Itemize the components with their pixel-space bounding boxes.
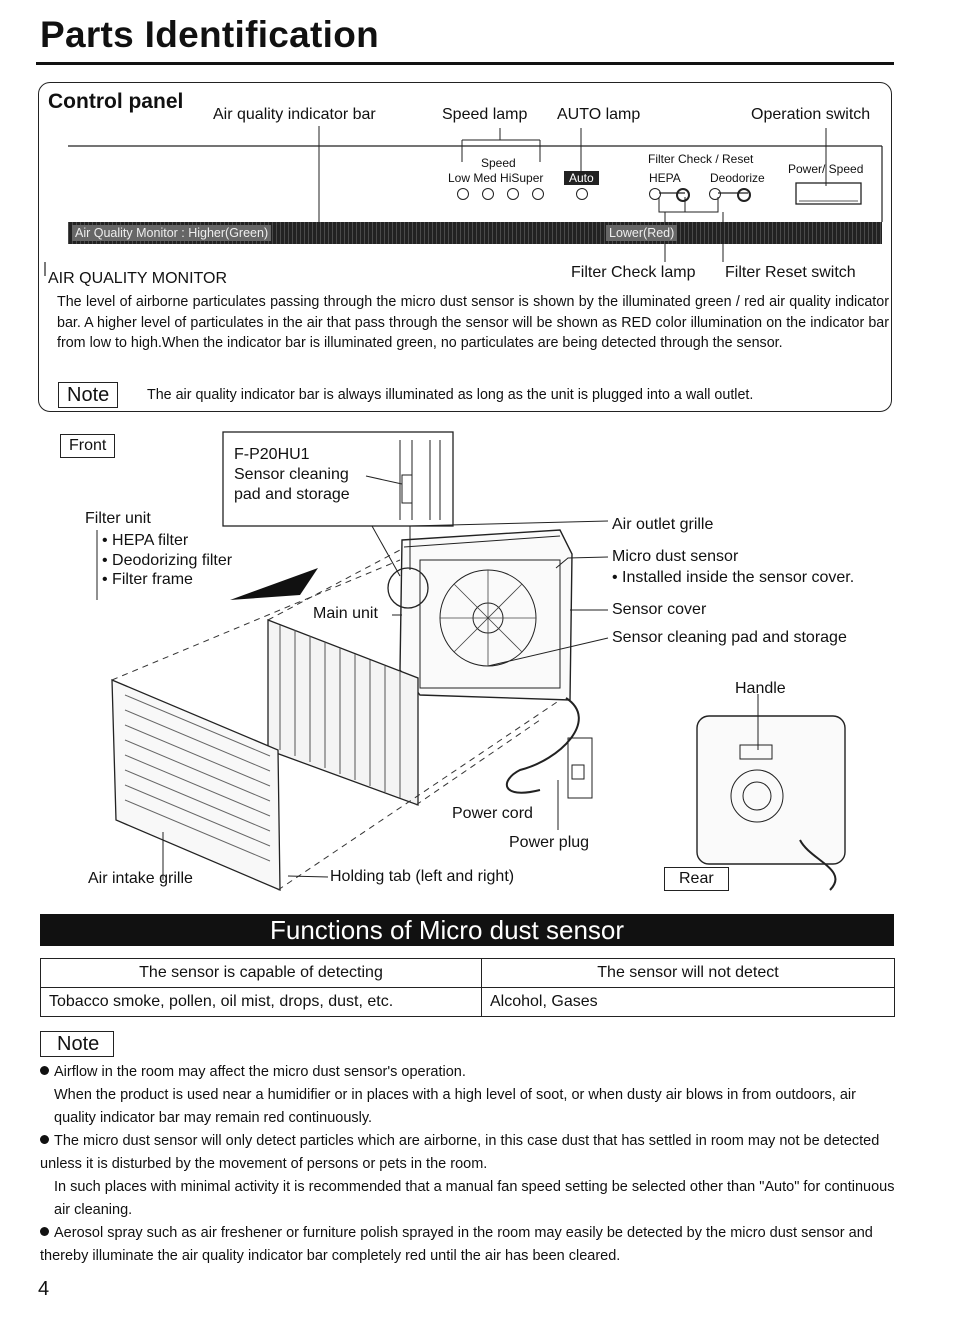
hepa-check-lamp	[649, 188, 661, 200]
inset-caption-1: Sensor cleaning	[234, 466, 349, 483]
label-filter-reset-switch: Filter Reset switch	[725, 264, 856, 281]
table-header-cell: The sensor will not detect	[481, 958, 895, 988]
inset-model: F-P20HU1	[234, 446, 310, 463]
bullet-icon	[40, 1066, 49, 1075]
functions-banner-title: Functions of Micro dust sensor	[270, 915, 625, 945]
deodorize-reset-switch[interactable]	[737, 188, 751, 202]
label-main-unit: Main unit	[313, 605, 378, 622]
note-label: Note	[58, 382, 119, 408]
functions-note-label: Note	[40, 1031, 115, 1057]
panel-speed-text: Speed	[481, 156, 516, 170]
table-cell: Tobacco smoke, pollen, oil mist, drops, …	[40, 987, 482, 1017]
title-rule	[36, 62, 894, 65]
air-quality-monitor-heading: AIR QUALITY MONITOR	[48, 270, 227, 287]
air-quality-indicator-bar: Air Quality Monitor : Higher(Green) Lowe…	[68, 222, 882, 244]
label-air-outlet-grille: Air outlet grille	[612, 516, 714, 533]
label-power-plug: Power plug	[509, 834, 590, 851]
table-header-row: The sensor is capable of detecting The s…	[40, 958, 895, 988]
bullet-icon	[40, 1227, 49, 1236]
note-item-2: The micro dust sensor will only detect p…	[40, 1130, 896, 1222]
control-panel-drawing	[44, 126, 883, 276]
page-title: Parts Identification	[40, 14, 380, 55]
panel-hepa: HEPA	[649, 171, 681, 185]
label-air-intake-grille: Air intake grille	[88, 870, 193, 887]
label-filter-check-lamp: Filter Check lamp	[571, 264, 696, 281]
filter-item-deodorizing: • Deodorizing filter	[102, 552, 233, 569]
label-speed-lamp: Speed lamp	[442, 106, 528, 123]
panel-deodorize: Deodorize	[710, 171, 765, 185]
note-item-1: Airflow in the room may affect the micro…	[40, 1061, 896, 1130]
page-number: 4	[38, 1278, 50, 1300]
filter-item-hepa: • HEPA filter	[102, 532, 189, 549]
note-line: In such places with minimal activity it …	[54, 1179, 895, 1218]
hepa-reset-switch[interactable]	[676, 188, 690, 202]
label-auto-lamp: AUTO lamp	[557, 106, 641, 123]
label-handle: Handle	[735, 680, 786, 697]
label-filter-unit: Filter unit	[85, 510, 151, 527]
filter-item-frame: • Filter frame	[102, 571, 193, 588]
panel-filter-check-reset: Filter Check / Reset	[648, 152, 754, 166]
label-sensor-cleaning-pad: Sensor cleaning pad and storage	[612, 629, 847, 646]
label-sensor-installed: • Installed inside the sensor cover.	[612, 569, 855, 586]
panel-power-speed: Power/ Speed	[788, 162, 864, 176]
rear-label: Rear	[664, 867, 729, 891]
panel-auto-lamp-tag: Auto	[564, 171, 599, 185]
hi-speed-lamp	[507, 188, 519, 200]
sensor-detection-table: The sensor is capable of detecting The s…	[40, 958, 895, 1017]
note-line: When the product is used near a humidifi…	[54, 1087, 856, 1126]
deodorize-check-lamp	[709, 188, 721, 200]
label-power-cord: Power cord	[452, 805, 533, 822]
parts-diagram	[96, 431, 846, 891]
table-cell: Alcohol, Gases	[481, 987, 895, 1017]
label-operation-switch: Operation switch	[751, 106, 871, 123]
note-line: Airflow in the room may affect the micro…	[54, 1064, 466, 1080]
inset-caption-2: pad and storage	[234, 486, 350, 503]
bullet-icon	[40, 1135, 49, 1144]
control-panel-heading: Control panel	[48, 90, 184, 113]
control-panel-box	[38, 82, 892, 412]
air-quality-monitor-text: The level of airborne particulates passi…	[57, 294, 889, 351]
label-air-quality-indicator-bar: Air quality indicator bar	[213, 106, 376, 123]
note-item-3: Aerosol spray such as air freshener or f…	[40, 1222, 896, 1268]
table-row: Tobacco smoke, pollen, oil mist, drops, …	[40, 987, 895, 1017]
bar-lower-red-label: Lower(Red)	[606, 225, 678, 241]
label-holding-tab: Holding tab (left and right)	[330, 868, 515, 885]
bar-higher-green-label: Air Quality Monitor : Higher(Green)	[72, 225, 272, 241]
panel-speed-levels: Low Med HiSuper	[448, 171, 544, 185]
functions-banner	[40, 914, 894, 946]
low-speed-lamp	[457, 188, 469, 200]
med-speed-lamp	[482, 188, 494, 200]
front-label: Front	[60, 434, 116, 458]
table-header-cell: The sensor is capable of detecting	[40, 958, 482, 988]
note-text: The air quality indicator bar is always …	[147, 387, 754, 403]
label-sensor-cover: Sensor cover	[612, 601, 707, 618]
auto-lamp	[576, 188, 588, 200]
super-speed-lamp	[532, 188, 544, 200]
note-line: The micro dust sensor will only detect p…	[40, 1133, 880, 1172]
label-micro-dust-sensor: Micro dust sensor	[612, 548, 739, 565]
note-line: Aerosol spray such as air freshener or f…	[40, 1225, 873, 1264]
